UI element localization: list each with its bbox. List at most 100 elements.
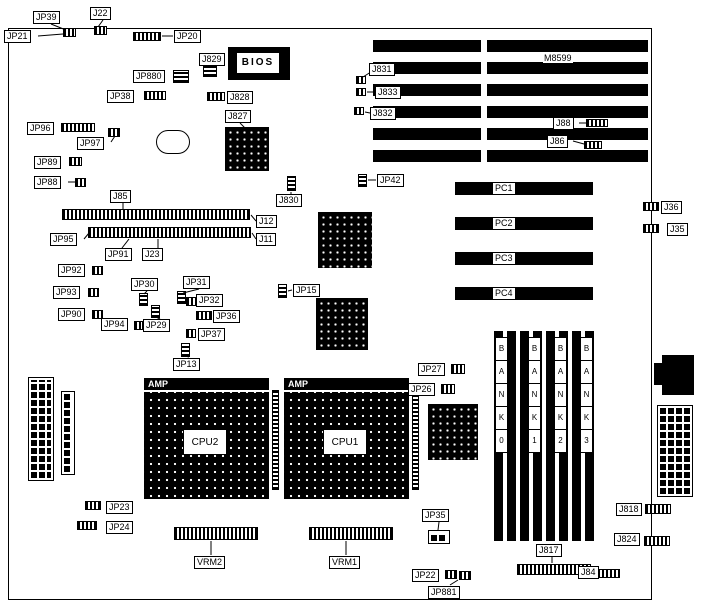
- label-jp22: JP22: [412, 569, 439, 582]
- label-jp32: JP32: [196, 294, 223, 307]
- jp38-connector: [144, 91, 166, 100]
- bank-letter: B: [495, 337, 508, 361]
- jp92-connector: [92, 266, 103, 275]
- label-jp39: JP39: [33, 11, 60, 24]
- label-j22: J22: [90, 7, 111, 20]
- board-part-number: M8599: [543, 53, 573, 63]
- j833-connector: [356, 88, 366, 96]
- board-outline: [8, 28, 652, 600]
- power-connector: [662, 355, 694, 395]
- jp24-connector: [77, 521, 97, 530]
- isa-slot-2-a: [373, 62, 481, 74]
- board-edge-connector: [657, 405, 693, 497]
- pin-header-left-a: [28, 377, 54, 481]
- pc-slot-pc3: PC3: [455, 252, 593, 265]
- bank-letter: N: [528, 383, 541, 407]
- jp89-connector: [69, 157, 82, 166]
- j824-connector: [644, 536, 670, 546]
- jp31-connector: [177, 291, 186, 304]
- pc-slot-pc4: PC4: [455, 287, 593, 300]
- bank-letter: A: [580, 360, 593, 384]
- jp88-connector: [75, 178, 86, 187]
- bank-letter: 1: [528, 429, 541, 453]
- label-j818: J818: [616, 503, 642, 516]
- label-j828: J828: [227, 91, 253, 104]
- label-vrm1: VRM1: [329, 556, 361, 569]
- j832-connector: [354, 107, 364, 115]
- jp36-connector: [196, 311, 212, 320]
- bank-letter: K: [580, 406, 593, 430]
- label-jp96: JP96: [27, 122, 54, 135]
- jp29-connector: [151, 305, 160, 318]
- label-jp37: JP37: [198, 328, 225, 341]
- jp96-connector: [61, 123, 95, 132]
- jp20-connector: [133, 32, 161, 41]
- memory-slot-3: [520, 331, 529, 541]
- j36-connector: [643, 202, 659, 211]
- jp23-connector: [85, 501, 101, 510]
- j35-connector: [643, 224, 659, 233]
- label-jp42: JP42: [377, 174, 404, 187]
- bank-letter: K: [528, 406, 541, 430]
- jp22-connector: [445, 570, 457, 579]
- bank-letter: A: [495, 360, 508, 384]
- j86-connector: [584, 141, 602, 149]
- label-jp92: JP92: [58, 264, 85, 277]
- chip-3: [316, 298, 368, 350]
- bank-letter: N: [495, 383, 508, 407]
- jp26-connector: [441, 384, 455, 394]
- isa-slot-5-a: [373, 128, 481, 140]
- label-jp36: JP36: [213, 310, 240, 323]
- label-jp21: JP21: [4, 30, 31, 43]
- j831-connector: [356, 76, 366, 84]
- label-j12: J12: [256, 215, 277, 228]
- j830-connector: [287, 176, 296, 191]
- label-jp15: JP15: [293, 284, 320, 297]
- label-jp97: JP97: [77, 137, 104, 150]
- jp27-connector: [451, 364, 465, 374]
- label-jp89: JP89: [34, 156, 61, 169]
- label-jp880: JP880: [133, 70, 165, 83]
- label-j85: J85: [110, 190, 131, 203]
- cpu2-label: CPU2: [183, 429, 227, 455]
- pc-slot-pc1: PC1: [455, 182, 593, 195]
- label-j11: J11: [256, 233, 276, 246]
- jp93-connector: [88, 288, 99, 297]
- jp15-connector: [278, 284, 287, 298]
- bios-label: BIOS: [237, 53, 279, 73]
- j12-header: [62, 209, 250, 220]
- bank-letter: K: [495, 406, 508, 430]
- pin-header-left-b: [61, 391, 75, 475]
- bank-letter: K: [554, 406, 567, 430]
- bank-letter: B: [580, 337, 593, 361]
- jp881-connector: [459, 571, 471, 580]
- cpu1-pin-strip: [412, 390, 419, 490]
- label-j817: J817: [536, 544, 562, 557]
- label-j36: J36: [661, 201, 682, 214]
- pc-slot-label: PC2: [493, 218, 515, 229]
- label-jp20: JP20: [174, 30, 201, 43]
- bank-letter: A: [528, 360, 541, 384]
- isa-slot-4-a: [373, 106, 481, 118]
- j22-connector: [94, 26, 107, 35]
- label-jp26: JP26: [408, 383, 435, 396]
- label-jp95: JP95: [50, 233, 77, 246]
- jp37-connector: [186, 329, 196, 338]
- memory-slot-2: [507, 331, 516, 541]
- label-j86: J86: [547, 135, 568, 148]
- isa-slot-3-b: [487, 84, 648, 96]
- cpu-socket-1: AMP CPU1: [284, 378, 409, 499]
- jp880-connector: [173, 70, 189, 83]
- j88-connector: [586, 119, 608, 127]
- pc-slot-pc2: PC2: [455, 217, 593, 230]
- bank-letter: N: [554, 383, 567, 407]
- bios-chip: BIOS: [228, 47, 290, 80]
- bank-letter: B: [554, 337, 567, 361]
- cpu-socket-2: AMP CPU2: [144, 378, 269, 499]
- bank-letter: 0: [495, 429, 508, 453]
- label-j829: J829: [199, 53, 225, 66]
- vrm2-connector: [174, 527, 258, 540]
- isa-slot-1-b: [487, 40, 648, 52]
